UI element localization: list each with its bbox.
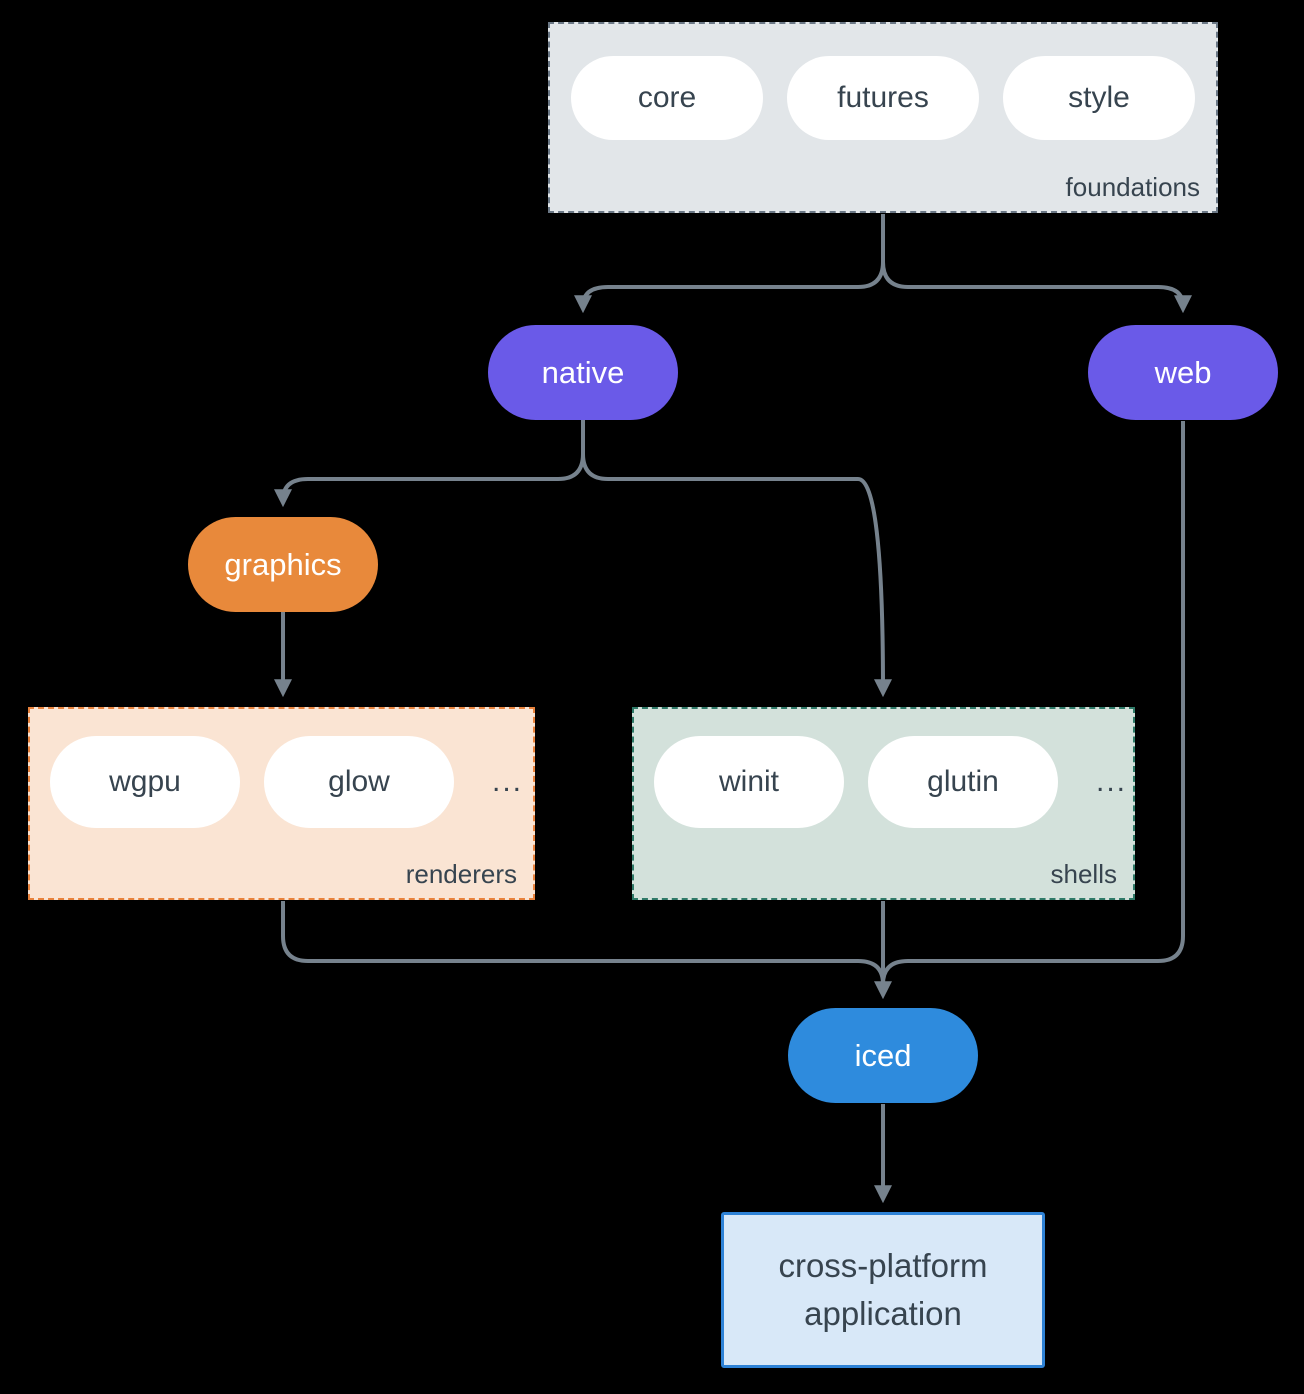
node-web: web	[1088, 325, 1278, 420]
edge-foundations-web	[881, 214, 1192, 314]
renderers-pill-row: wgpu glow ...	[30, 736, 533, 828]
node-graphics: graphics	[188, 517, 378, 612]
renderers-group: wgpu glow ... renderers	[28, 707, 535, 900]
foundations-pill-row: core futures style	[550, 56, 1216, 140]
renderers-ellipsis: ...	[492, 765, 524, 798]
node-core: core	[571, 56, 763, 140]
node-glutin: glutin	[868, 736, 1058, 828]
cross-platform-application-box: cross-platform application	[721, 1212, 1045, 1368]
shells-pill-row: winit glutin ...	[634, 736, 1133, 828]
foundations-group: core futures style foundations	[548, 22, 1218, 213]
edge-renderers-merge	[281, 901, 885, 985]
edge-foundations-native	[574, 214, 885, 314]
application-label-line2: application	[804, 1295, 962, 1332]
node-glow: glow	[264, 736, 454, 828]
application-label-line1: cross-platform	[778, 1247, 988, 1285]
edge-native-graphics	[274, 420, 585, 508]
shells-label: shells	[1050, 859, 1117, 889]
edge-native-shells	[581, 420, 892, 698]
shells-group: winit glutin ... shells	[632, 707, 1135, 900]
node-style: style	[1003, 56, 1195, 140]
node-futures: futures	[787, 56, 979, 140]
node-wgpu: wgpu	[50, 736, 240, 828]
node-winit: winit	[654, 736, 844, 828]
renderers-label: renderers	[405, 859, 517, 889]
foundations-label: foundations	[1065, 172, 1200, 202]
node-native: native	[488, 325, 678, 420]
shells-ellipsis: ...	[1096, 765, 1128, 798]
node-iced: iced	[788, 1008, 978, 1103]
